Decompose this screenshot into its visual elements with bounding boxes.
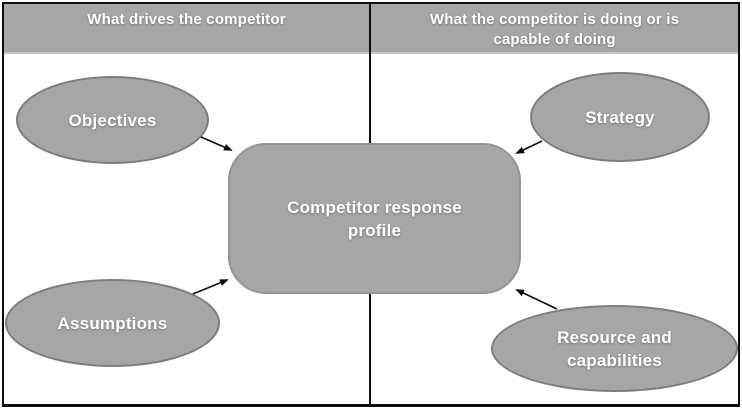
node-strategy: Strategy bbox=[530, 72, 710, 162]
arrow-assumptions-to-center bbox=[192, 279, 229, 295]
node-strategy-label: Strategy bbox=[585, 107, 655, 127]
node-resources-capabilities-label: Resource and capabilities bbox=[557, 327, 672, 370]
node-assumptions-label: Assumptions bbox=[57, 313, 168, 333]
header-left-label: What drives the competitor bbox=[87, 11, 286, 28]
header-left-column: What drives the competitor bbox=[4, 4, 369, 54]
arrow-strategy-to-center bbox=[515, 140, 543, 154]
node-assumptions: Assumptions bbox=[5, 279, 220, 367]
header-right-label: What the competitor is doing or is capab… bbox=[429, 11, 680, 48]
node-competitor-response-profile-label: Competitor response profile bbox=[287, 197, 462, 240]
node-competitor-response-profile: Competitor response profile bbox=[228, 143, 521, 294]
header-right-column: What the competitor is doing or is capab… bbox=[371, 4, 738, 54]
arrow-objectives-to-center bbox=[200, 136, 233, 151]
node-objectives-label: Objectives bbox=[68, 110, 157, 130]
node-resources-capabilities: Resource and capabilities bbox=[491, 305, 738, 392]
arrow-resources-to-center bbox=[515, 289, 558, 310]
node-objectives: Objectives bbox=[16, 76, 209, 164]
